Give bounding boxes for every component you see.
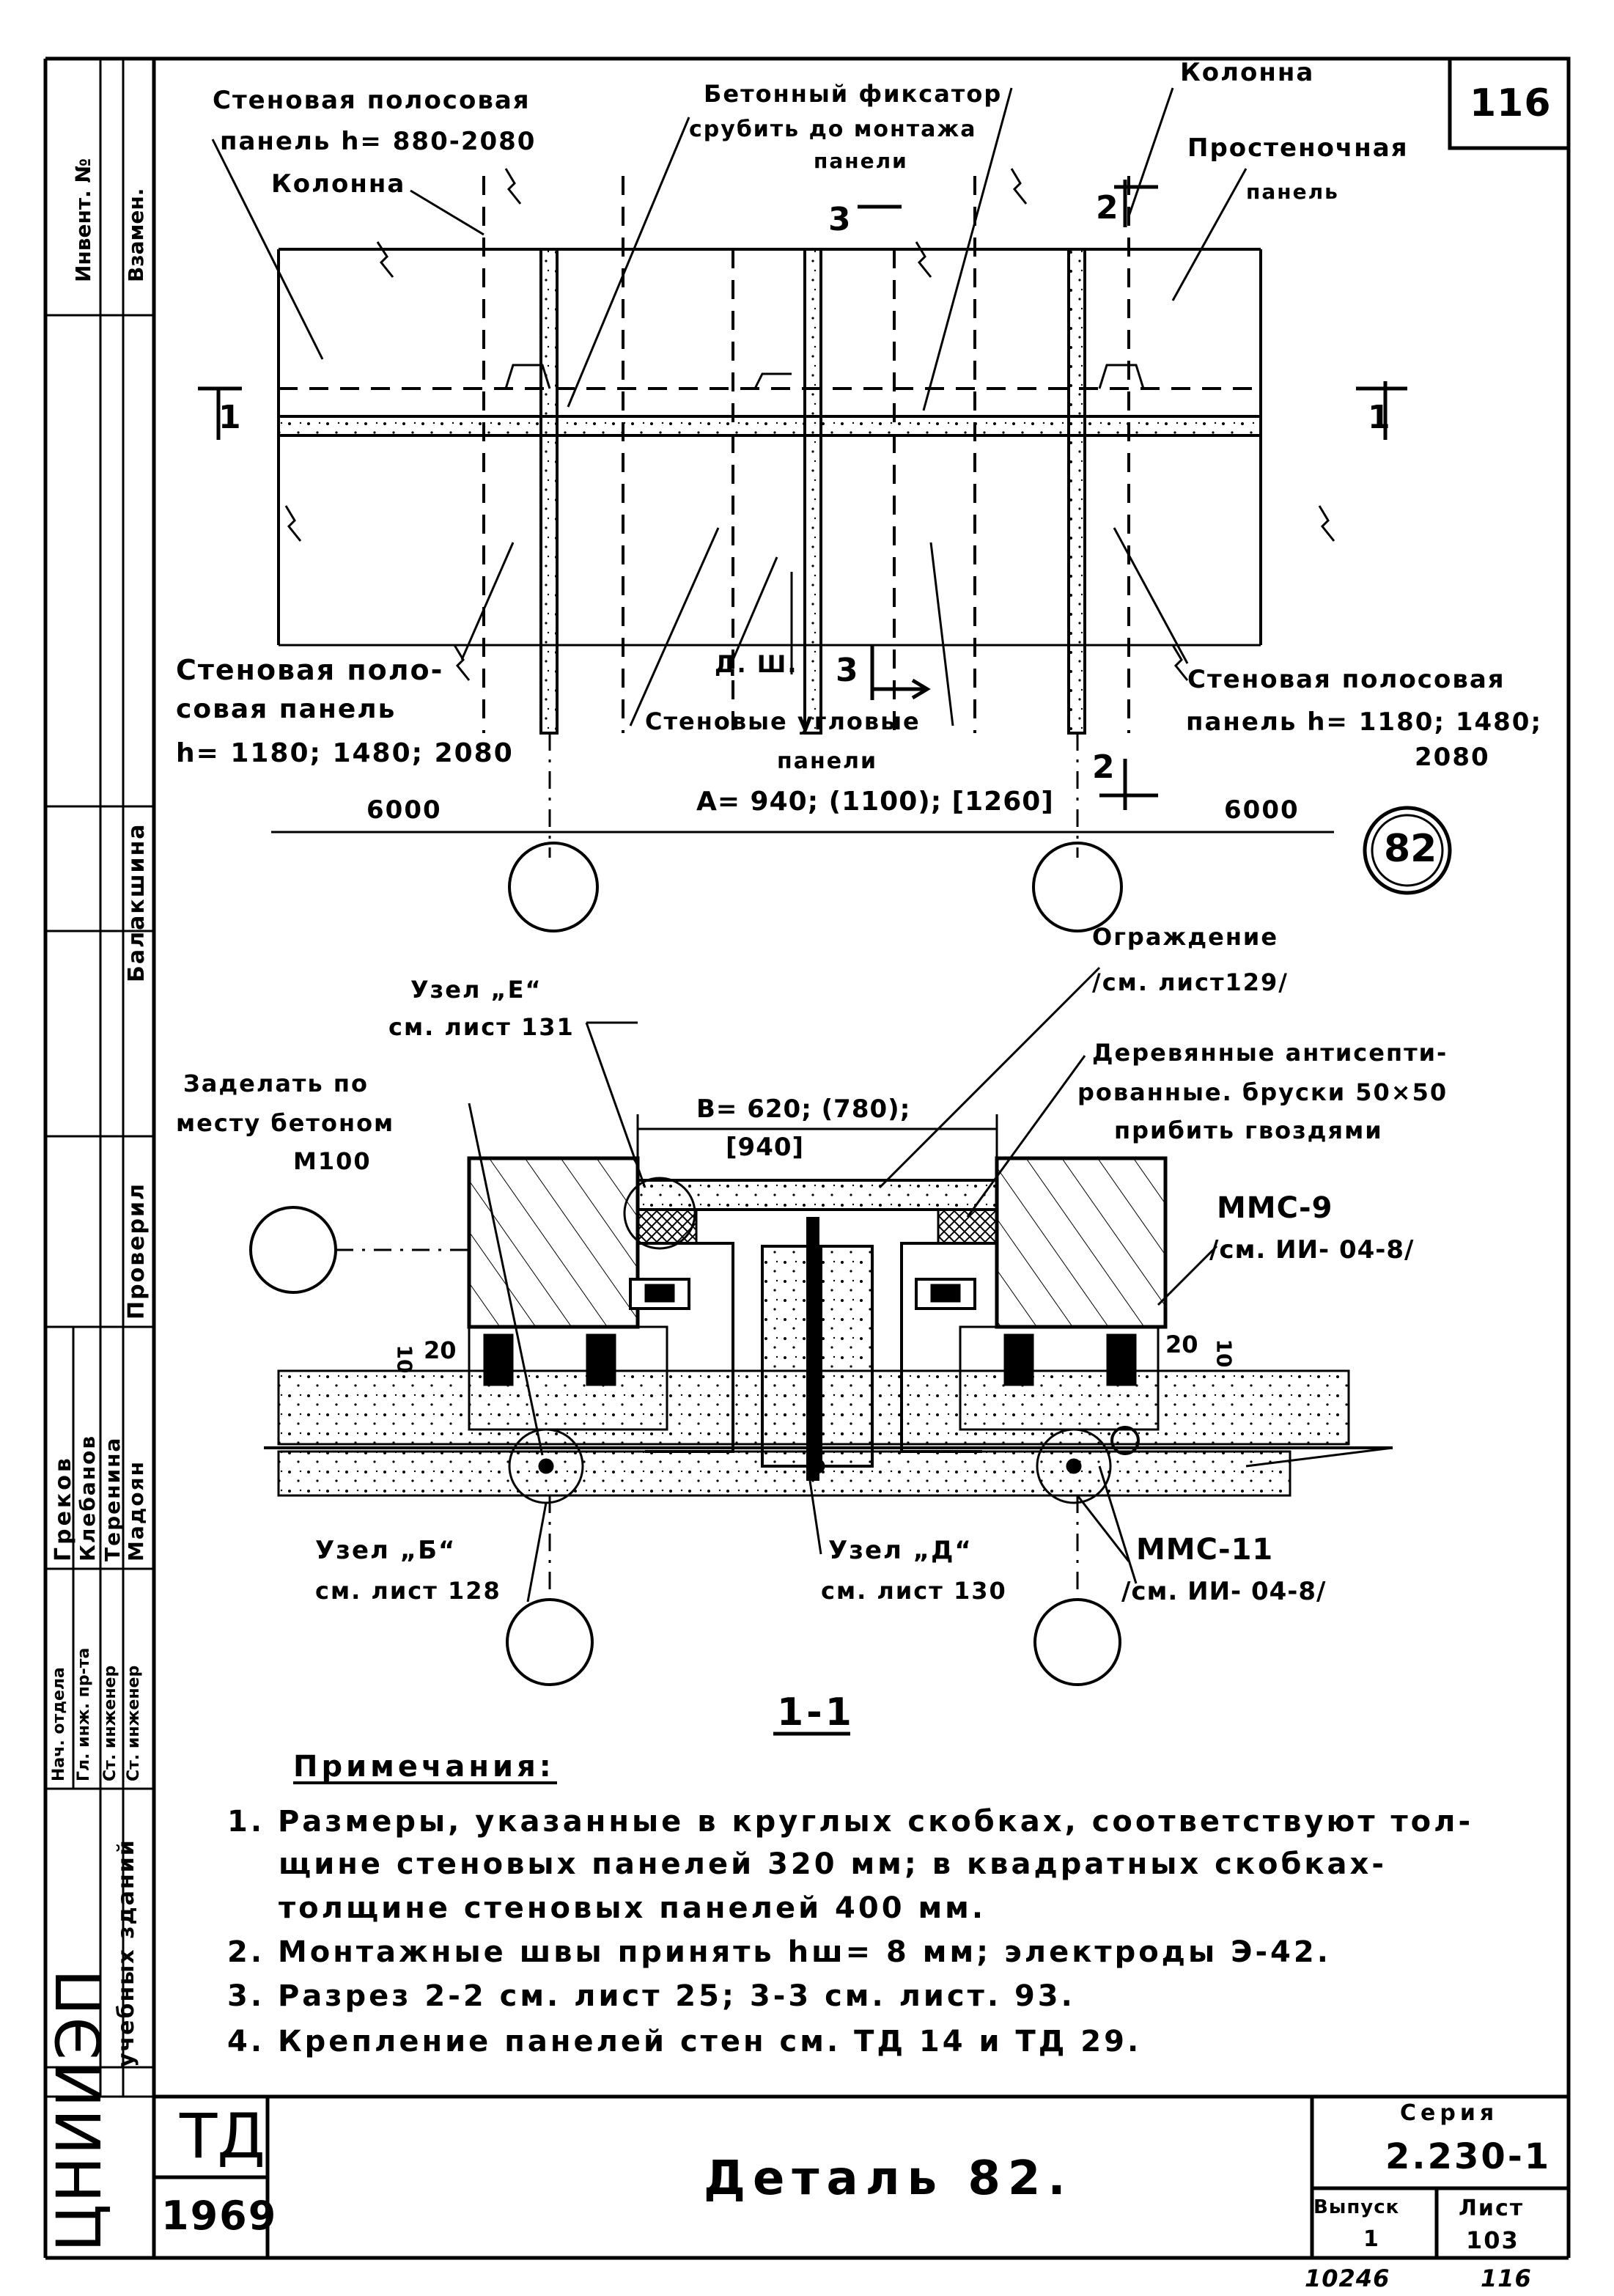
- label-wood-2: рованные. бруски 50×50: [1077, 1078, 1448, 1106]
- section-label: 1-1: [777, 1690, 855, 1734]
- label-pier-panel-2: панель: [1246, 180, 1339, 204]
- dim-20-left: 20: [424, 1336, 457, 1364]
- sidebar-role-4: Ст. инженер: [125, 1665, 143, 1781]
- series-label: Серия: [1400, 2100, 1499, 2126]
- cut-1-right: 1: [1368, 399, 1392, 436]
- elevation-view: [198, 87, 1452, 932]
- label-column-left: Колонна: [271, 169, 406, 199]
- sheet-number: 116: [1470, 81, 1552, 125]
- label-fixator: Бетонный фиксатор: [704, 80, 1003, 108]
- sidebar-check: Проверил: [124, 1182, 150, 1320]
- label-node-e-ref: см. лист 131: [388, 1013, 575, 1041]
- dim-20-right: 20: [1165, 1331, 1198, 1358]
- dim-10-right: 10: [1212, 1339, 1237, 1368]
- sidebar-grid: [45, 59, 154, 2098]
- label-bottom-left-1: Стеновая поло-: [176, 654, 444, 686]
- note-line-1: 1. Размеры, указанные в круглых скобках,…: [227, 1805, 1474, 1839]
- label-bottom-left-2: совая панель: [176, 694, 397, 724]
- label-mmc11-ref: /см. ИИ- 04-8/: [1121, 1577, 1327, 1606]
- sidebar-replace: Взамен.: [124, 188, 148, 282]
- label-panel-top-left: Стеновая полосовая: [213, 86, 531, 115]
- cut-2-bottom: 2: [1092, 748, 1116, 786]
- label-node-d: Узел „Д“: [828, 1536, 973, 1565]
- issue-value: 1: [1363, 2226, 1380, 2252]
- label-node-b: Узел „Б“: [315, 1536, 457, 1565]
- label-node-b-ref: см. лист 128: [315, 1577, 501, 1605]
- label-corner-panels: Стеновые угловые: [645, 707, 921, 735]
- label-node-e: Узел „Е“: [410, 976, 542, 1004]
- sidebar-role-1: Нач. отдела: [50, 1667, 68, 1781]
- sidebar-names-header: Балакшина: [124, 823, 150, 982]
- dim-10-left: 10: [392, 1344, 417, 1374]
- label-bottom-right-1: Стеновая полосовая: [1187, 665, 1506, 694]
- label-wood-3: прибить гвоздями: [1114, 1116, 1383, 1144]
- label-b-dim-2: [940]: [726, 1133, 805, 1162]
- label-mmc9: ММС-9: [1217, 1191, 1333, 1225]
- note-line-5: 3. Разрез 2-2 см. лист 25; 3-3 см. лист.…: [227, 1979, 1075, 2013]
- title-td: ТД: [180, 2100, 265, 2172]
- notes-heading: Примечания:: [293, 1750, 555, 1784]
- sidebar-person-1: Греков: [51, 1455, 76, 1561]
- label-bottom-left-3: h= 1180; 1480; 2080: [176, 738, 514, 768]
- note-line-4: 2. Монтажные швы принять hш= 8 мм; элект…: [227, 1935, 1331, 1969]
- note-line-2: щине стеновых панелей 320 мм; в квадратн…: [279, 1847, 1387, 1881]
- sidebar-role-3: Ст. инженер: [101, 1665, 119, 1781]
- cut-1-left: 1: [218, 399, 243, 436]
- stamp-page: 10246: [1305, 2264, 1390, 2292]
- series-value: 2.230-1: [1385, 2136, 1552, 2177]
- label-bottom-right-2: панель h= 1180; 1480;: [1186, 707, 1543, 737]
- label-bottom-right-3: 2080: [1415, 743, 1490, 772]
- cut-3-bottom: 3: [836, 652, 860, 689]
- sidebar-person-4: Мадоян: [124, 1460, 148, 1561]
- cut-3-top: 3: [828, 201, 852, 238]
- sheet-value: 103: [1466, 2226, 1519, 2254]
- label-mmc9-ref: /см. ИИ- 04-8/: [1209, 1235, 1415, 1265]
- sheet-frame: [43, 56, 1571, 2260]
- label-fence: Ограждение: [1092, 923, 1279, 951]
- sidebar-role-2: Гл. инж. пр-та: [75, 1647, 93, 1781]
- note-line-6: 4. Крепление панелей стен см. ТД 14 и ТД…: [227, 2025, 1142, 2058]
- note-line-3: толщине стеновых панелей 400 мм.: [279, 1891, 987, 1925]
- label-b-dim: B= 620; (780);: [696, 1094, 911, 1124]
- label-node-d-ref: см. лист 130: [821, 1577, 1007, 1605]
- label-column-right: Колонна: [1180, 58, 1315, 87]
- label-fixator-3: панели: [814, 149, 908, 173]
- label-pier-panel: Простеночная: [1187, 133, 1409, 163]
- stamp-page-2: 116: [1481, 2264, 1532, 2292]
- label-panel-top-left-h: панель h= 880-2080: [220, 127, 537, 156]
- sheet-number-box: [1448, 56, 1571, 150]
- cut-2-top: 2: [1096, 189, 1120, 227]
- dim-left: 6000: [366, 795, 442, 825]
- label-wood-1: Деревянные антисепти-: [1092, 1039, 1448, 1067]
- sheet-label: Лист: [1459, 2196, 1525, 2221]
- label-mmc11: ММС-11: [1136, 1533, 1274, 1567]
- section-view: [249, 966, 1393, 1736]
- label-dsh: Д. Ш.: [715, 650, 798, 678]
- title-main: Деталь 82.: [704, 2152, 1073, 2206]
- sidebar-inv-no: Инвент. №: [71, 158, 95, 282]
- title-block-frame: [154, 2094, 1569, 2258]
- label-fill-2: месту бетоном: [176, 1109, 395, 1137]
- dim-right: 6000: [1224, 795, 1300, 825]
- sidebar-org-sub: учебных зданий: [114, 1839, 139, 2067]
- label-fill-3: М100: [293, 1147, 372, 1175]
- sidebar-org: ЦНИИЭП: [43, 1968, 115, 2252]
- detail-mark: 82: [1384, 827, 1437, 871]
- label-fixator-2: срубить до монтажа: [689, 117, 977, 142]
- label-fence-ref: /см. лист129/: [1092, 968, 1289, 996]
- title-year: 1969: [161, 2193, 278, 2239]
- label-corner-a: A= 940; (1100); [1260]: [696, 787, 1054, 817]
- sidebar-person-2: Клебанов: [75, 1434, 100, 1561]
- label-corner-panels-2: панели: [777, 748, 878, 774]
- label-fill-1: Заделать по: [183, 1070, 369, 1097]
- issue-label: Выпуск: [1313, 2196, 1400, 2218]
- sidebar-person-3: Теренина: [100, 1436, 125, 1561]
